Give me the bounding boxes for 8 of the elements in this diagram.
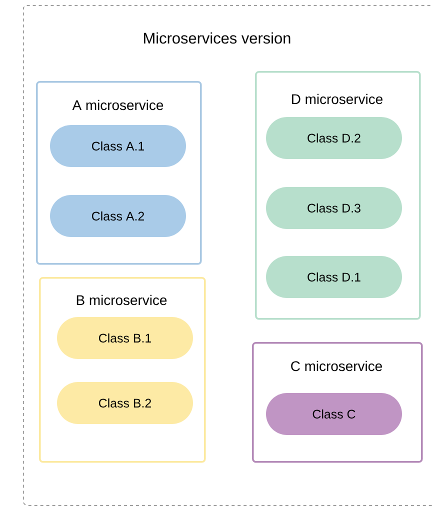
class-pill: Class B.2 <box>57 382 193 424</box>
class-pill: Class D.2 <box>266 117 402 159</box>
class-pill: Class D.1 <box>266 256 402 298</box>
class-pill: Class A.1 <box>50 125 186 167</box>
class-pill: Class A.2 <box>50 195 186 237</box>
class-pill: Class B.1 <box>57 317 193 359</box>
class-pill: Class D.3 <box>266 187 402 229</box>
class-pill: Class C <box>266 393 402 435</box>
